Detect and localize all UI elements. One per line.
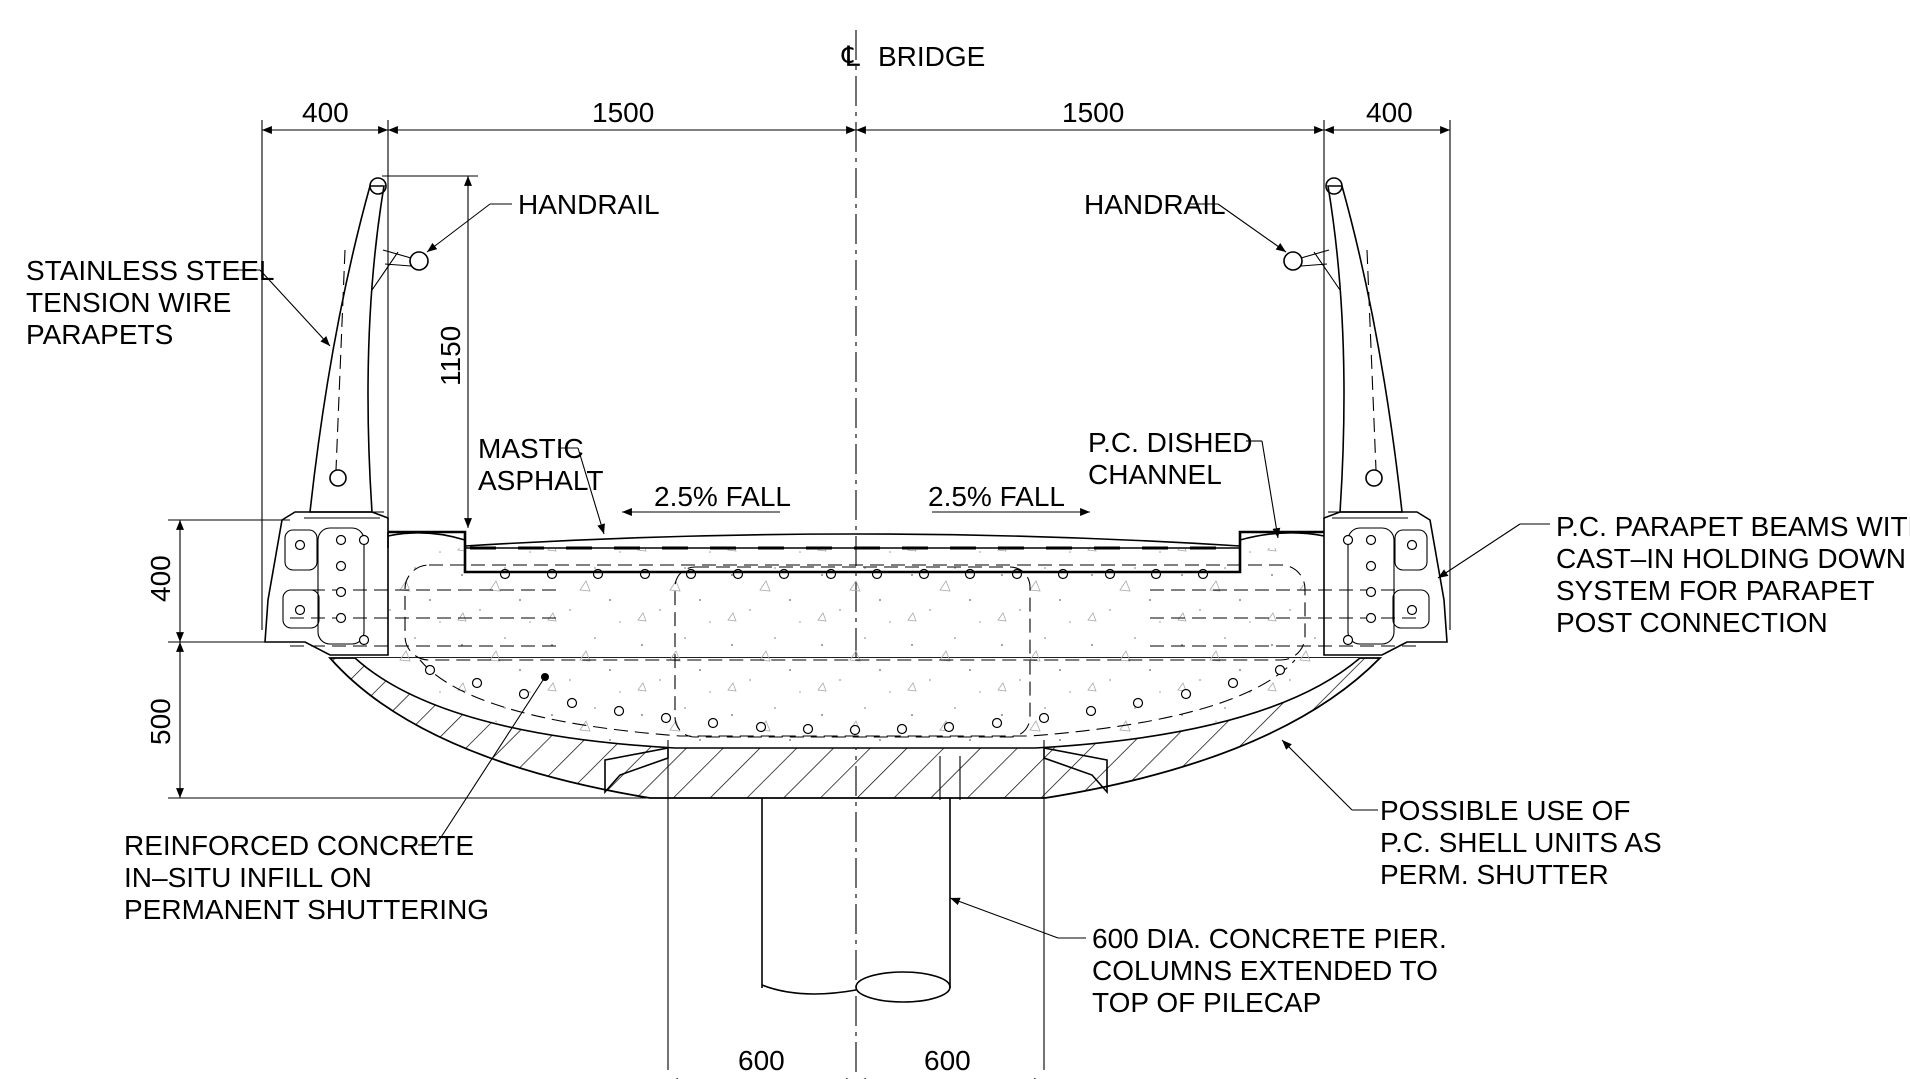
fall-arrows: 2.5% FALL 2.5% FALL xyxy=(622,481,1090,516)
parapet-post-right xyxy=(1283,177,1412,519)
rebar xyxy=(943,721,955,733)
dim-bottom-left: 600 xyxy=(738,1045,785,1076)
rebar xyxy=(613,705,625,717)
rebar xyxy=(566,697,578,709)
dim-top-right-inner: 1500 xyxy=(1062,97,1124,128)
svg-text:600 DIA. CONCRETE PIER.: 600 DIA. CONCRETE PIER. xyxy=(1092,923,1447,954)
svg-text:STAINLESS STEEL: STAINLESS STEEL xyxy=(26,255,274,286)
rebar xyxy=(991,717,1003,729)
pier-column xyxy=(761,756,961,1003)
svg-text:COLUMNS EXTENDED TO: COLUMNS EXTENDED TO xyxy=(1092,955,1438,986)
svg-text:P.C. PARAPET BEAMS WITH: P.C. PARAPET BEAMS WITH xyxy=(1556,511,1910,542)
parapets-label: STAINLESS STEEL TENSION WIRE PARAPETS xyxy=(26,255,274,350)
svg-text:POSSIBLE USE OF: POSSIBLE USE OF xyxy=(1380,795,1631,826)
svg-text:PERM. SHUTTER: PERM. SHUTTER xyxy=(1380,859,1609,890)
infill-label: REINFORCED CONCRETE IN–SITU INFILL ON PE… xyxy=(124,830,489,925)
fall-left-label: 2.5% FALL xyxy=(654,481,791,512)
rebar xyxy=(358,534,370,546)
handrail-right-label: HANDRAIL xyxy=(1084,189,1226,220)
svg-text:TENSION WIRE: TENSION WIRE xyxy=(26,287,231,318)
dim-top-left-inner: 1500 xyxy=(592,97,654,128)
rebar xyxy=(1406,539,1418,551)
fall-right-label: 2.5% FALL xyxy=(928,481,1065,512)
handrail-top-left xyxy=(369,177,387,195)
shell-label: POSSIBLE USE OF P.C. SHELL UNITS AS PERM… xyxy=(1380,795,1662,890)
rebar xyxy=(660,712,672,724)
dim-beam-depth: 400 xyxy=(145,555,176,602)
parapet-height-dimension: 1150 xyxy=(382,175,478,528)
leaders xyxy=(228,203,1550,939)
centerline-label: BRIDGE xyxy=(878,41,985,72)
pier-label: 600 DIA. CONCRETE PIER. COLUMNS EXTENDED… xyxy=(1092,923,1447,1018)
depth-dimensions: 400 500 xyxy=(145,519,650,799)
rebar xyxy=(294,604,306,616)
dim-top-left-outer: 400 xyxy=(302,97,349,128)
rebar xyxy=(1365,612,1377,624)
svg-text:ASPHALT: ASPHALT xyxy=(478,465,604,496)
rebar xyxy=(335,534,347,546)
channel-label: P.C. DISHED CHANNEL xyxy=(1088,427,1252,490)
rebar xyxy=(896,723,908,735)
rebar xyxy=(335,612,347,624)
rebar xyxy=(1038,712,1050,724)
rebar xyxy=(1365,586,1377,598)
rebar xyxy=(1274,664,1286,676)
asphalt-label: MASTIC ASPHALT xyxy=(478,433,604,496)
rebar xyxy=(1180,688,1192,700)
dim-shell-depth: 500 xyxy=(145,698,176,745)
svg-text:TOP OF PILECAP: TOP OF PILECAP xyxy=(1092,987,1321,1018)
rebar xyxy=(358,634,370,646)
svg-text:REINFORCED CONCRETE: REINFORCED CONCRETE xyxy=(124,830,474,861)
rebar xyxy=(294,539,306,551)
rebar xyxy=(1342,534,1354,546)
beam-rebar xyxy=(294,534,1418,646)
rebar xyxy=(1365,534,1377,546)
handrail-left-label: HANDRAIL xyxy=(518,189,660,220)
svg-text:CAST–IN HOLDING DOWN: CAST–IN HOLDING DOWN xyxy=(1556,543,1906,574)
svg-text:SYSTEM FOR PARAPET: SYSTEM FOR PARAPET xyxy=(1556,575,1874,606)
handrail-left xyxy=(409,251,429,271)
parapet-beams-label: P.C. PARAPET BEAMS WITH CAST–IN HOLDING … xyxy=(1556,511,1910,638)
svg-text:P.C. SHELL UNITS AS: P.C. SHELL UNITS AS xyxy=(1380,827,1662,858)
dim-top-right-outer: 400 xyxy=(1366,97,1413,128)
rebar xyxy=(335,586,347,598)
dim-bottom-right: 600 xyxy=(924,1045,971,1076)
rebar xyxy=(849,724,861,736)
parapet-beam-left xyxy=(264,511,389,656)
svg-text:MASTIC: MASTIC xyxy=(478,433,584,464)
rebar xyxy=(1365,560,1377,572)
svg-text:PERMANENT SHUTTERING: PERMANENT SHUTTERING xyxy=(124,894,489,925)
deck-surface xyxy=(387,530,1325,574)
handrail-top-right xyxy=(1325,177,1343,195)
rebar xyxy=(1406,604,1418,616)
top-dimension-chain: 400 1500 1500 400 xyxy=(261,97,1451,630)
rebar xyxy=(424,664,436,676)
rebar xyxy=(755,721,767,733)
rebar xyxy=(335,560,347,572)
rebar xyxy=(1227,677,1239,689)
rebar xyxy=(802,723,814,735)
parapet-beam-right xyxy=(1323,511,1448,656)
rebar xyxy=(471,677,483,689)
svg-text:CHANNEL: CHANNEL xyxy=(1088,459,1222,490)
centerline-symbol: ℄ xyxy=(841,41,860,72)
parapet-post-left xyxy=(300,177,429,519)
insitu-infill xyxy=(290,548,1420,748)
handrail-right xyxy=(1283,251,1303,271)
dim-parapet-height: 1150 xyxy=(435,326,466,386)
rebar xyxy=(707,717,719,729)
svg-text:PARAPETS: PARAPETS xyxy=(26,319,173,350)
rebar xyxy=(1342,634,1354,646)
bottom-dimension-chain: 600 600 xyxy=(668,1045,1044,1079)
rebar xyxy=(518,688,530,700)
rebar xyxy=(1132,697,1144,709)
svg-text:P.C. DISHED: P.C. DISHED xyxy=(1088,427,1252,458)
rebar xyxy=(1085,705,1097,717)
svg-text:IN–SITU INFILL ON: IN–SITU INFILL ON xyxy=(124,862,372,893)
svg-text:POST CONNECTION: POST CONNECTION xyxy=(1556,607,1828,638)
